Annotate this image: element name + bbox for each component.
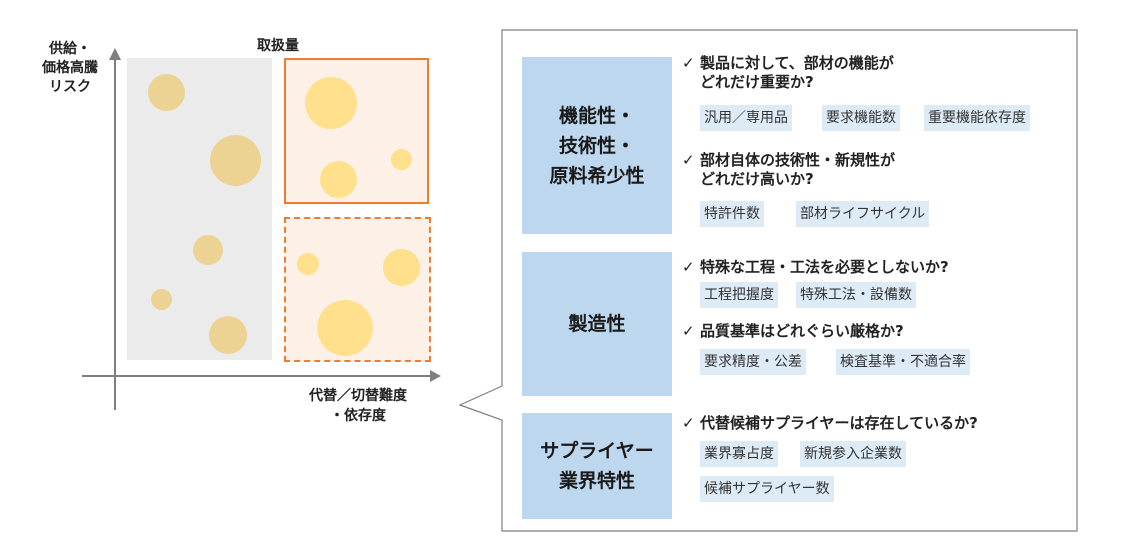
x-axis — [82, 375, 432, 377]
x-axis-arrow-icon — [430, 370, 441, 382]
metric-tag: 工程把握度 — [700, 282, 778, 308]
category-manufacturability: 製造性 — [522, 252, 672, 396]
question-text: 代替候補サプライヤーは存在しているか? — [700, 414, 978, 432]
x-axis-label: 代替／切替難度 ・依存度 — [309, 388, 407, 424]
question-text: 特殊な工程・工法を必要としないか? — [700, 258, 949, 276]
bubble — [148, 74, 185, 111]
question-item: ✓ 製品に対して、部材の機能が どれだけ重要か? — [682, 54, 894, 92]
question-item: ✓ 品質基準はどれぐらい厳格か? — [682, 322, 904, 341]
category-functionality: 機能性・ 技術性・ 原料希少性 — [522, 57, 672, 234]
metric-tag: 検査基準・不適合率 — [836, 349, 970, 375]
category-supplier-industry: サプライヤー 業界特性 — [522, 413, 672, 519]
y-axis — [114, 60, 116, 410]
check-icon: ✓ — [682, 414, 695, 432]
bubble — [383, 249, 420, 286]
low-volume-region — [127, 58, 272, 360]
question-text: 品質基準はどれぐらい厳格か? — [700, 322, 904, 340]
bubble — [210, 135, 261, 186]
metric-tag: 要求精度・公差 — [700, 349, 806, 375]
bubble — [305, 77, 357, 129]
metric-tag: 特許件数 — [700, 201, 764, 227]
bubble — [151, 289, 172, 310]
bubble — [317, 300, 373, 356]
question-item: ✓ 特殊な工程・工法を必要としないか? — [682, 258, 949, 277]
metric-tag: 候補サプライヤー数 — [700, 476, 834, 502]
question-item: ✓ 部材自体の技術性・新規性が どれだけ高いか? — [682, 151, 895, 189]
bubble — [209, 316, 247, 354]
question-text: 部材自体の技術性・新規性が どれだけ高いか? — [700, 151, 896, 188]
metric-tag: 特殊工法・設備数 — [796, 282, 916, 308]
bubble — [297, 253, 319, 275]
volume-label: 取扱量 — [257, 38, 299, 54]
metric-tag: 要求機能数 — [822, 105, 900, 131]
check-icon: ✓ — [682, 54, 695, 72]
y-axis-arrow-icon — [109, 48, 121, 60]
bubble — [320, 161, 357, 198]
metric-tag: 重要機能依存度 — [924, 105, 1030, 131]
metric-tag: 部材ライフサイクル — [796, 201, 930, 227]
bubble — [391, 149, 412, 170]
question-item: ✓ 代替候補サプライヤーは存在しているか? — [682, 414, 978, 433]
check-icon: ✓ — [682, 258, 695, 276]
check-icon: ✓ — [682, 151, 695, 169]
y-axis-label: 供給・ 価格高騰 リスク — [42, 41, 98, 95]
metric-tag: 業界寡占度 — [700, 441, 778, 467]
question-text: 製品に対して、部材の機能が どれだけ重要か? — [700, 54, 894, 91]
bubble — [193, 235, 223, 265]
metric-tag: 汎用／専用品 — [700, 105, 792, 131]
check-icon: ✓ — [682, 322, 695, 340]
metric-tag: 新規参入企業数 — [800, 441, 906, 467]
